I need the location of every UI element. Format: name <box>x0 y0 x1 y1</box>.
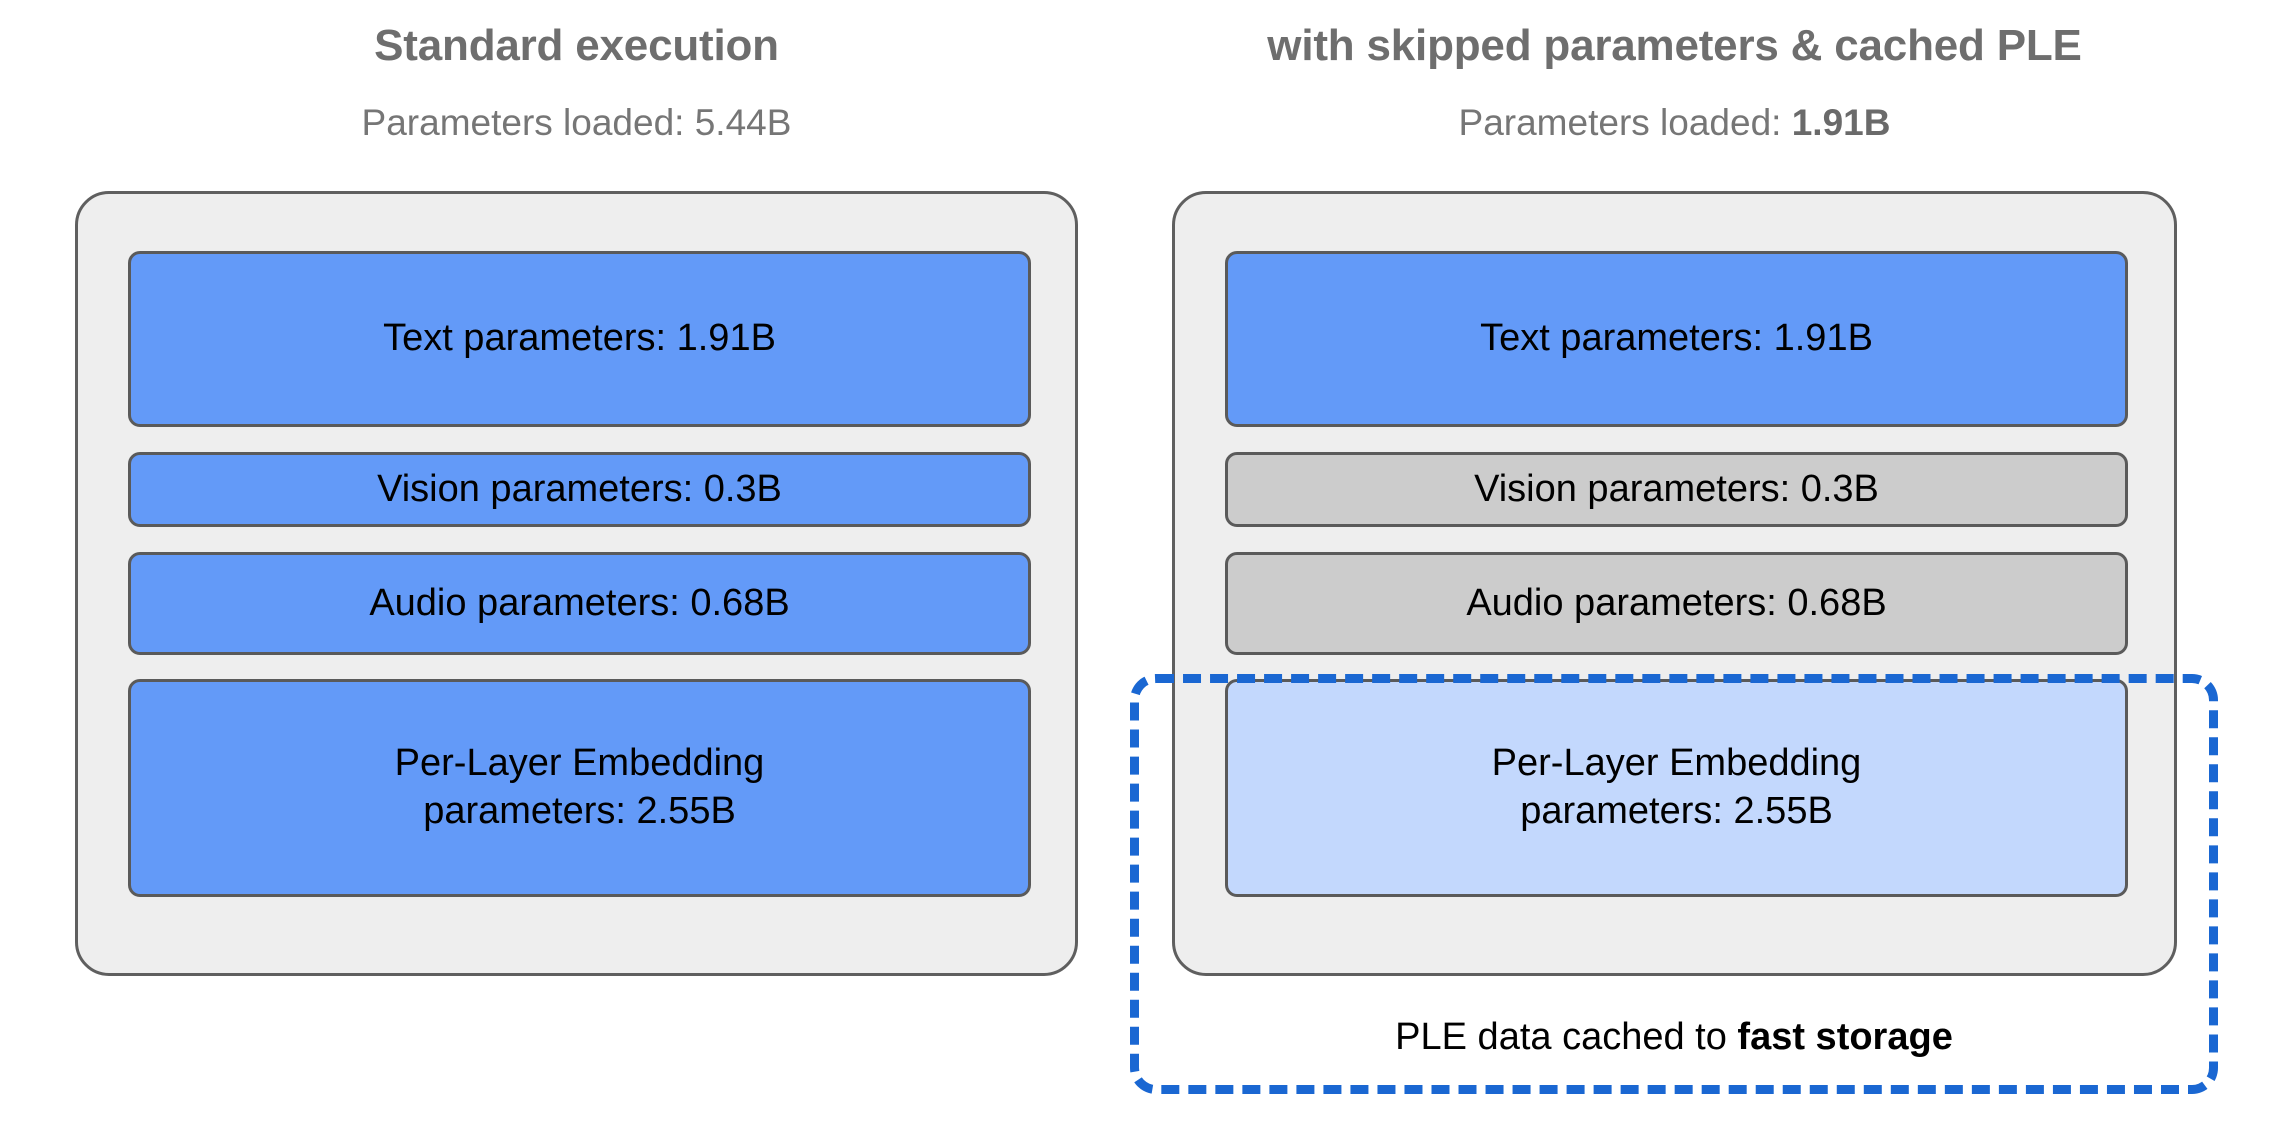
cache-caption-emphasis: fast storage <box>1737 1016 1953 1058</box>
vision-parameters-label: Vision parameters: 0.3B <box>377 467 782 510</box>
column-subtitle-standard: Parameters loaded: 5.44B <box>75 104 1078 141</box>
text-parameters-box-standard[interactable]: Text parameters: 1.91B <box>128 251 1031 427</box>
column-subtitle-skipped-cached: Parameters loaded: 1.91B <box>1172 104 2177 141</box>
vision-parameters-label: Vision parameters: 0.3B <box>1474 467 1879 510</box>
ple-parameters-box-cached[interactable]: Per-Layer Embedding parameters: 2.55B <box>1225 679 2128 897</box>
column-title-skipped-cached: with skipped parameters & cached PLE <box>1267 21 2082 70</box>
panel-skipped-cached: Text parameters: 1.91B Vision parameters… <box>1172 191 2177 976</box>
audio-parameters-label: Audio parameters: 0.68B <box>369 581 790 624</box>
audio-parameters-label: Audio parameters: 0.68B <box>1466 581 1887 624</box>
vision-parameters-box-standard[interactable]: Vision parameters: 0.3B <box>128 452 1031 527</box>
audio-parameters-box-standard[interactable]: Audio parameters: 0.68B <box>128 552 1031 655</box>
subtitle-prefix-skipped: Parameters loaded: <box>1458 102 1792 143</box>
vision-parameters-box-skipped[interactable]: Vision parameters: 0.3B <box>1225 452 2128 527</box>
ple-parameters-label-line1: Per-Layer Embedding <box>394 742 765 785</box>
ple-parameters-label-line1: Per-Layer Embedding <box>1491 742 1862 785</box>
audio-parameters-box-skipped[interactable]: Audio parameters: 0.68B <box>1225 552 2128 655</box>
text-parameters-box-skipped[interactable]: Text parameters: 1.91B <box>1225 251 2128 427</box>
ple-parameters-label-line2: parameters: 2.55B <box>1520 790 1833 832</box>
cache-caption-prefix: PLE data cached to <box>1395 1016 1738 1058</box>
ple-parameters-box-standard[interactable]: Per-Layer Embedding parameters: 2.55B <box>128 679 1031 897</box>
panel-standard-execution: Text parameters: 1.91B Vision parameters… <box>75 191 1078 976</box>
subtitle-prefix-standard: Parameters loaded: <box>361 102 695 143</box>
cache-region-caption: PLE data cached to fast storage <box>1130 1018 2218 1056</box>
text-parameters-label: Text parameters: 1.91B <box>1480 317 1873 360</box>
column-title-standard: Standard execution <box>374 21 779 70</box>
ple-parameters-label-line2: parameters: 2.55B <box>423 790 736 832</box>
subtitle-value-standard: 5.44B <box>694 102 792 143</box>
subtitle-value-skipped: 1.91B <box>1791 102 1891 143</box>
text-parameters-label: Text parameters: 1.91B <box>383 317 776 360</box>
